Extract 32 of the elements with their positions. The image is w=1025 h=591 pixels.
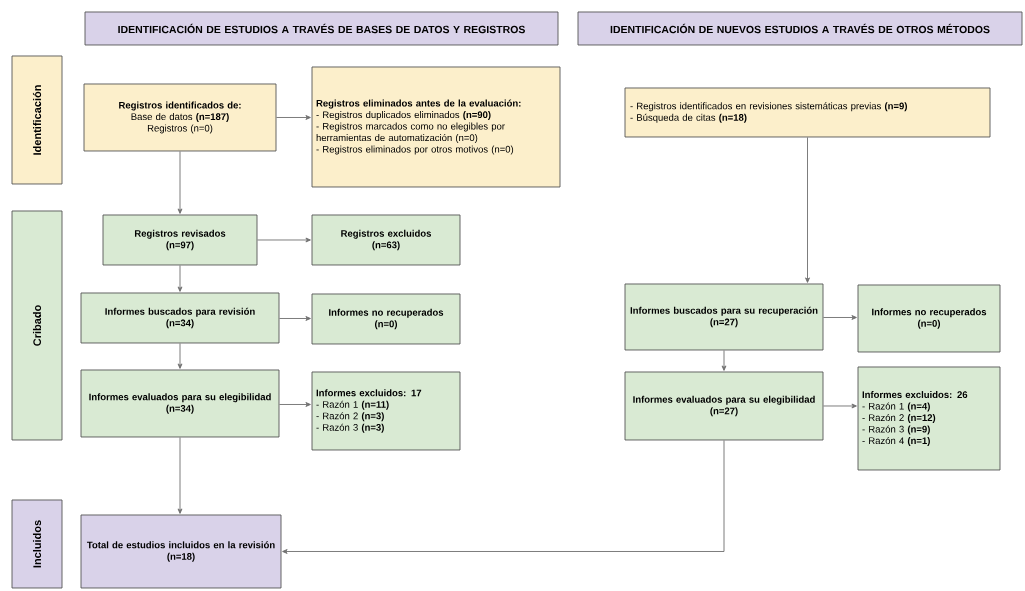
process-box: Informes evaluados para su elegibilidad (n=27): [624, 371, 824, 441]
section-header: IDENTIFICACIÓN DE NUEVOS ESTUDIOS A TRAVÉS DE OTROS MÉTODOS: [577, 11, 1023, 46]
process-box: Informes no recuperados (n=0): [857, 284, 1001, 353]
arrow: [279, 402, 311, 407]
process-box: Informes buscados para su recuperación (n=27): [624, 283, 824, 351]
process-box: Informes no recuperados (n=0): [311, 293, 461, 345]
process-box: Informes evaluados para su elegibilidad (n=34): [80, 369, 280, 438]
arrow: [177, 265, 183, 292]
arrow: [177, 437, 183, 514]
process-box: Total de estudios incluidos en la revisión (n=18): [80, 514, 282, 589]
arrow: [282, 440, 725, 554]
phase-label: Identificación: [11, 55, 63, 185]
section-header: IDENTIFICACIÓN DE ESTUDIOS A TRAVÉS DE BASES DE DATOS Y REGISTROS: [84, 11, 559, 46]
process-box: Informes excluidos: 17 - Razón 1 (n=11) - Razón 2 (n=3) - Razón 3 (n=3): [311, 371, 461, 451]
arrow: [257, 237, 311, 243]
arrow: [805, 137, 810, 283]
arrow: [279, 316, 311, 321]
arrow: [177, 343, 183, 369]
phase-label: Incluidos: [11, 499, 63, 589]
process-box: Registros excluidos (n=63): [311, 214, 461, 266]
process-box: Registros revisados (n=97): [102, 214, 258, 266]
arrow: [177, 151, 183, 214]
process-box: Registros eliminados antes de la evaluación: - Registros duplicados eliminados (n=90) - Registros marcados como no elegibles por herramientas de automatización (n=0) - Registros eliminados por otros motivos (n=0): [311, 66, 561, 188]
phase-label: Cribado: [11, 210, 63, 441]
arrow: [823, 315, 857, 320]
process-box: Informes buscados para revisión (n=34): [80, 292, 280, 344]
arrow: [721, 350, 727, 371]
process-box: - Registros identificados en revisiones sistemáticas previas (n=9) - Búsqueda de citas (n=18): [624, 87, 991, 138]
arrow: [276, 115, 311, 120]
process-box: Informes excluidos: 26 - Razón 1 (n=4) - Razón 2 (n=12) - Razón 3 (n=9) - Razón 4 (n=1): [857, 366, 1001, 471]
arrow: [823, 403, 857, 409]
process-box: Registros identificados de: Base de datos (n=187) Registros (n=0): [83, 83, 277, 152]
